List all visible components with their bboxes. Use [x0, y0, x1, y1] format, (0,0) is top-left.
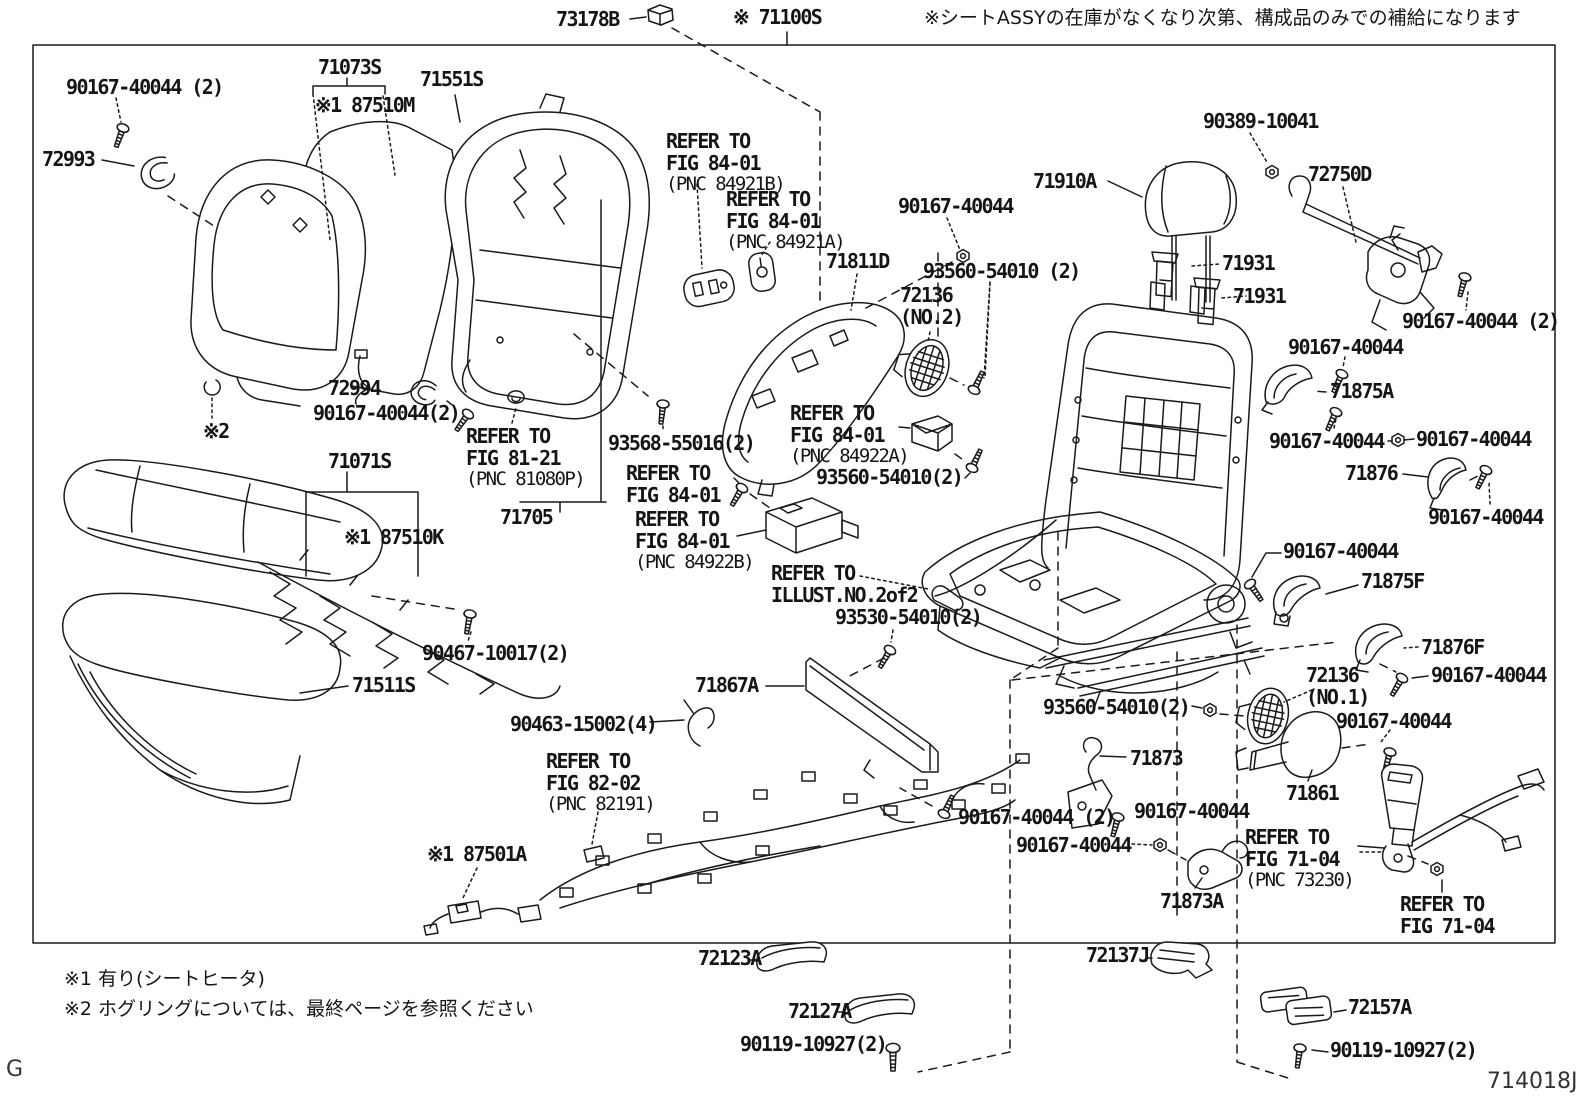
- part-label-l-90389-10041: 90389-10041: [1203, 109, 1319, 133]
- part-label-l-90167-40044-tr: 90167-40044 (2): [1402, 309, 1560, 333]
- part-label-callout-73178b: 73178B: [556, 7, 620, 31]
- part-label-l-90167-40044-c: 90167-40044: [1416, 427, 1532, 451]
- part-label-l-90167-40044-k: 90167-40044: [1016, 833, 1132, 857]
- part-label-l-71511s: 71511S: [352, 673, 416, 697]
- part-label-l-90167-40044-i: 90167-40044 (2): [958, 805, 1116, 829]
- part-label-l-90167-40044-j: 90167-40044: [1134, 799, 1250, 823]
- part-label-l-72136-no2: 72136(NO.2): [900, 283, 964, 329]
- part-label-l-90463-15002: 90463-15002(4): [510, 712, 658, 736]
- part-label-l-90167-40044-g: 90167-40044: [1431, 663, 1547, 687]
- part-label-l-87510m: ※1 87510M: [315, 93, 415, 117]
- part-label-l-93560-54010-m: 93560-54010(2): [816, 465, 964, 489]
- part-label-l-90167-40044-h: 90167-40044: [1336, 709, 1452, 733]
- part-label-l-71876: 71876: [1345, 461, 1399, 485]
- part-label-l-71867a: 71867A: [695, 673, 759, 697]
- part-label-l-71876f: 71876F: [1421, 635, 1485, 659]
- part-label-l-90167-40044-d: 90167-40044: [1428, 505, 1544, 529]
- part-label-l-90167-40044-tl: 90167-40044 (2): [66, 75, 224, 99]
- part-label-l-87501a: ※1 87501A: [427, 842, 527, 866]
- part-label-l-90167-40044-e: 90167-40044(2): [313, 401, 461, 425]
- part-label-l-72994: 72994: [328, 376, 382, 400]
- part-label-l-71931-2: 71931: [1233, 284, 1287, 308]
- part-label-l-71705: 71705: [500, 505, 554, 529]
- part-label-l-72127a: 72127A: [788, 999, 852, 1023]
- part-label-l-mark2: ※2: [203, 419, 230, 443]
- part-label-l-93560-54010-b: 93560-54010(2): [1043, 695, 1191, 719]
- part-label-l-90167-40044-b: 90167-40044: [1269, 429, 1385, 453]
- part-label-l-72750d: 72750D: [1308, 162, 1372, 186]
- part-label-l-90167-40044-a: 90167-40044: [1288, 335, 1404, 359]
- part-label-l-71073s: 71073S: [318, 55, 382, 79]
- part-label-l-71931-1: 71931: [1222, 251, 1276, 275]
- part-label-l-90119-10927-l: 90119-10927(2): [740, 1032, 888, 1056]
- part-label-l-71875f: 71875F: [1361, 569, 1425, 593]
- part-label-l-71861: 71861: [1286, 781, 1340, 805]
- part-label-l-90467-10017: 90467-10017(2): [422, 641, 570, 665]
- part-label-l-71873a: 71873A: [1160, 889, 1224, 913]
- part-label-fn-1: ※1 有り(シートヒータ): [64, 968, 265, 990]
- part-label-l-90119-10927-r: 90119-10927(2): [1330, 1038, 1478, 1062]
- part-label-fig-code: 714018J: [1487, 1069, 1578, 1094]
- part-label-l-71551s: 71551S: [420, 67, 484, 91]
- part-label-fn-2: ※2 ホグリングについては、最終ページを参照ください: [64, 998, 534, 1020]
- part-label-page-letter: G: [6, 1057, 24, 1082]
- part-label-l-71875a: 71875A: [1330, 379, 1394, 403]
- part-label-callout-71100s: ※ 71100S: [733, 5, 823, 29]
- part-label-l-71873: 71873: [1130, 746, 1184, 770]
- part-label-l-72993: 72993: [42, 147, 96, 171]
- part-label-l-72157a: 72157A: [1348, 995, 1412, 1019]
- part-label-l-93560-54010-t: 93560-54010 (2): [923, 259, 1081, 283]
- part-label-l-71071s: 71071S: [328, 449, 392, 473]
- part-label-note-supply: ※シートASSYの在庫がなくなり次第、構成品のみでの補給になります: [924, 7, 1521, 29]
- part-label-l-87510k: ※1 87510K: [344, 525, 444, 549]
- part-label-l-93530-54010: 93530-54010(2): [835, 605, 983, 629]
- part-label-l-71910a: 71910A: [1033, 169, 1097, 193]
- part-label-l-93568-55016: 93568-55016(2): [608, 431, 756, 455]
- part-label-l-90167-40044-hr: 90167-40044: [898, 194, 1014, 218]
- part-label-l-90167-40044-f: 90167-40044: [1283, 539, 1399, 563]
- part-label-l-72123a: 72123A: [698, 946, 762, 970]
- part-label-l-72137j: 72137J: [1086, 943, 1150, 967]
- part-label-l-71811d: 71811D: [826, 249, 890, 273]
- part-label-l-72136-no1: 72136(NO.1): [1306, 663, 1370, 709]
